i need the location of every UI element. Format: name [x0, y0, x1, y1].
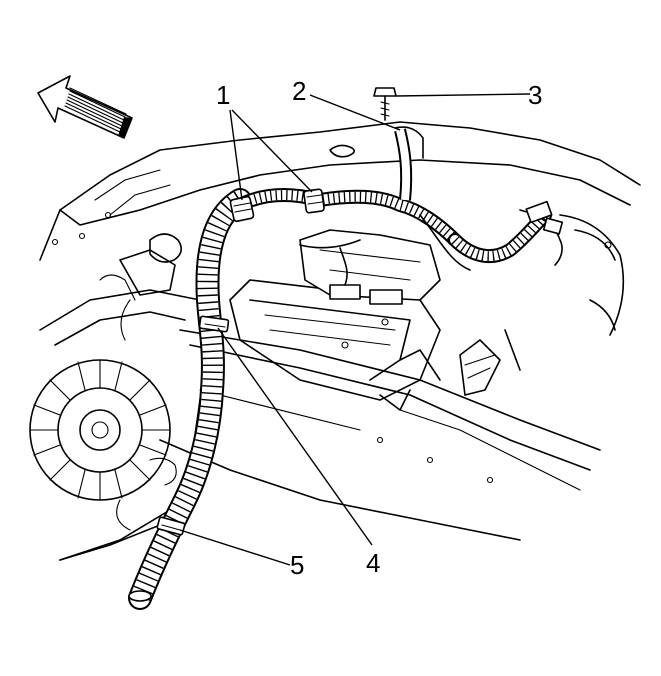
battery-cable-harness — [128, 188, 252, 610]
callout-4: 4 — [366, 548, 380, 578]
harness-clip-1b — [303, 188, 325, 214]
callout-leaders — [179, 93, 531, 566]
bolt-icon — [373, 87, 397, 121]
front-arrow-icon — [37, 75, 133, 139]
upper-harness — [233, 128, 564, 286]
harness-clip-5 — [156, 516, 186, 536]
relay-block — [299, 229, 441, 305]
callout-3: 3 — [528, 80, 542, 110]
callout-5: 5 — [290, 550, 304, 580]
hood-bracket — [459, 329, 521, 396]
cooling-fan — [29, 289, 211, 561]
callout-2: 2 — [292, 76, 306, 106]
body-panel-outline — [39, 121, 641, 336]
harness-clip-1a — [229, 195, 255, 223]
harness-clip-4 — [198, 315, 230, 333]
frame-rail — [159, 329, 601, 541]
callout-1: 1 — [216, 80, 230, 110]
sensor-cluster — [99, 233, 182, 341]
